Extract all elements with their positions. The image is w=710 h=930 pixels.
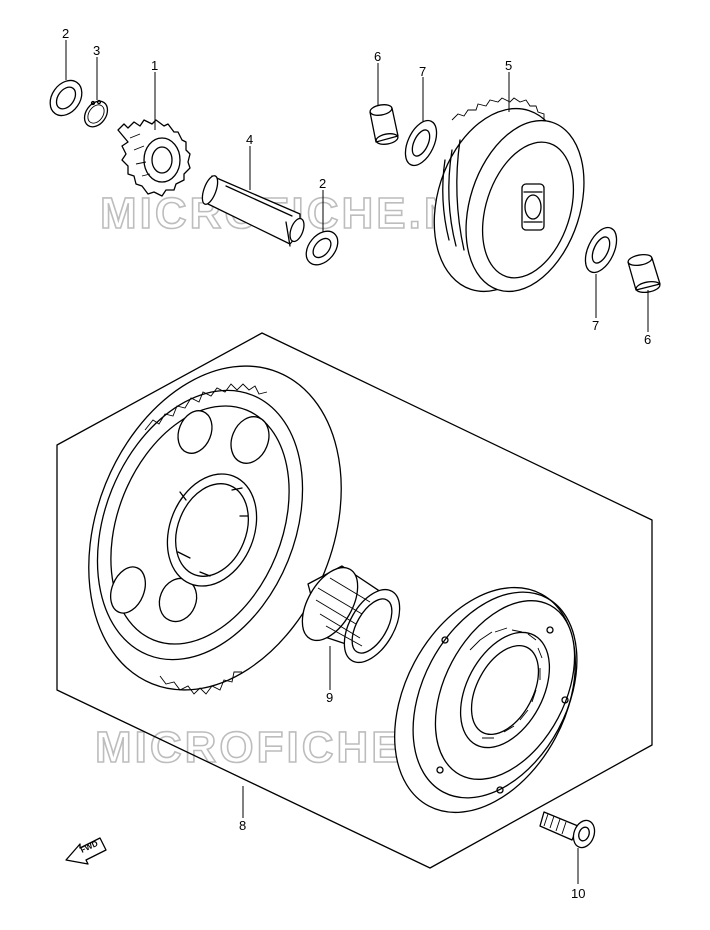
callout-2-shaft: 2 (319, 176, 326, 191)
circlip-3 (83, 99, 109, 128)
bushing-6-top (369, 104, 399, 145)
callout-5: 5 (505, 58, 512, 73)
one-way-clutch (393, 586, 578, 814)
washer-7-right (584, 226, 618, 274)
callout-7-right: 7 (592, 318, 599, 333)
needle-bearing-9 (301, 565, 401, 663)
assembly-8-outline (56, 332, 653, 869)
starter-clutch-gear (88, 365, 342, 695)
washer-7-top (404, 119, 438, 167)
shaft-4 (201, 175, 305, 247)
washer-2-top (49, 79, 83, 117)
leader-lines (65, 40, 649, 884)
callout-1: 1 (151, 58, 158, 73)
callout-4: 4 (246, 132, 253, 147)
starter-idle-gear-1 (117, 119, 191, 197)
callout-6-top: 6 (374, 49, 381, 64)
callout-3: 3 (93, 43, 100, 58)
washer-2-shaft (305, 230, 339, 266)
callout-2-top: 2 (62, 26, 69, 41)
bushing-6-right (627, 254, 661, 293)
bolt-10 (539, 811, 596, 849)
callout-6-right: 6 (644, 332, 651, 347)
starter-driven-gear-5 (433, 97, 585, 293)
callout-8: 8 (239, 818, 246, 833)
callout-10: 10 (571, 886, 585, 901)
callout-7-top: 7 (419, 64, 426, 79)
fwd-arrow-icon: FWD (65, 837, 107, 865)
callout-9: 9 (326, 690, 333, 705)
